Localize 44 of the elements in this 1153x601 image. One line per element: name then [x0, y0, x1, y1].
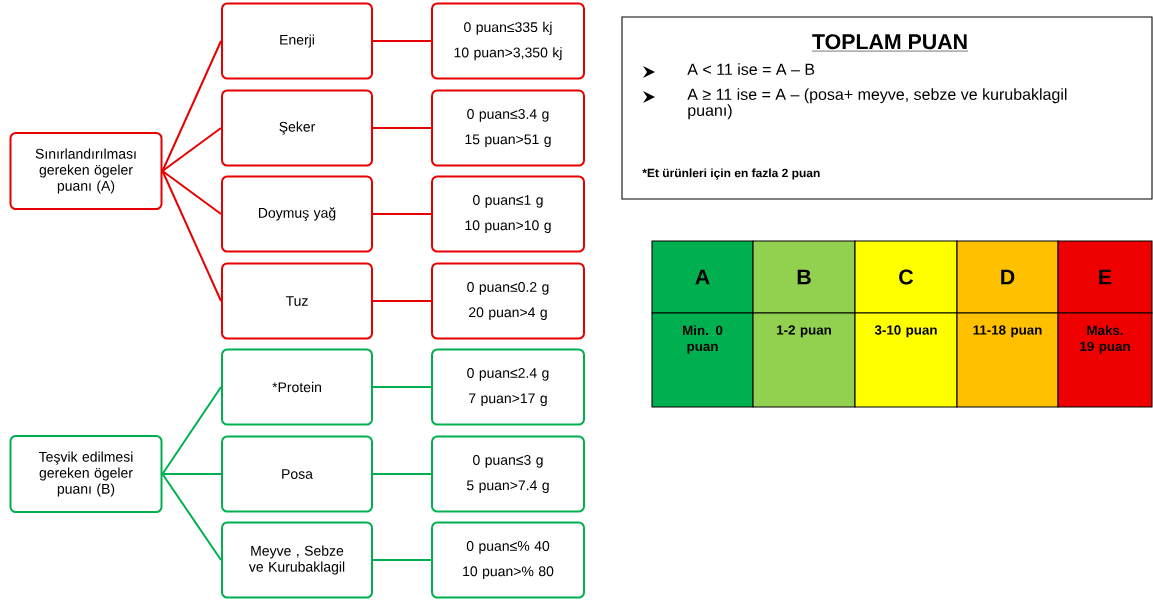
- nutrient-box: Meyve , Sebze ve Kurubaklagil: [221, 521, 373, 599]
- connector-line: [161, 170, 222, 215]
- grade-cell: A: [651, 240, 754, 314]
- connector-line: [372, 559, 432, 561]
- grade-cell: D: [956, 240, 1059, 314]
- connector-line: [161, 40, 222, 172]
- connector-line: [161, 473, 222, 475]
- score-cell: 1-2 puan: [752, 312, 856, 408]
- heading: TOPLAM PUAN: [811, 34, 969, 52]
- threshold-box: 0 puan≤335 kj 10 puan>3,350 kj: [431, 2, 585, 80]
- bullet-item: A ≥ 11 ise = A – (posa+ meyve, sebze ve kurubaklagil puanı): [687, 88, 1067, 120]
- threshold-box: 0 puan≤2.4 g 7 puan>17 g: [431, 348, 585, 426]
- nutrient-box: Şeker: [221, 89, 373, 167]
- connector-line: [161, 170, 222, 302]
- connector-line: [372, 386, 432, 388]
- nutrient-box: *Protein: [221, 348, 373, 426]
- grade-cell: C: [854, 240, 958, 314]
- footnote: *Et ürünleri için en fazla 2 puan: [642, 168, 820, 180]
- connector-line: [372, 213, 432, 215]
- threshold-box: 0 puan≤% 40 10 puan>% 80: [431, 521, 585, 599]
- grade-cell: B: [752, 240, 856, 314]
- connector-line: [372, 300, 432, 302]
- bullet-item: A < 11 ise = A – B: [687, 63, 815, 75]
- threshold-box: 0 puan≤3 g 5 puan>7.4 g: [431, 435, 585, 513]
- grade-cell: E: [1057, 240, 1153, 314]
- threshold-box: 0 puan≤3.4 g 15 puan>51 g: [431, 89, 585, 167]
- score-cell: Maks. 19 puan: [1057, 312, 1153, 408]
- score-cell: Min. 0 puan: [651, 312, 754, 408]
- threshold-box: 0 puan≤1 g 10 puan>10 g: [431, 175, 585, 253]
- connector-line: [372, 127, 432, 129]
- nutrient-box: Posa: [221, 435, 373, 513]
- connector-line: [161, 473, 222, 561]
- nutrient-box: Enerji: [221, 2, 373, 80]
- score-cell: 3-10 puan: [854, 312, 958, 408]
- connector-line: [372, 40, 432, 42]
- nutrient-box: Doymuş yağ: [221, 175, 373, 253]
- connector-line: [372, 473, 432, 475]
- category-box: Sınırlandırılması gereken ögeler puanı (A): [9, 132, 163, 210]
- connector-line: [161, 127, 222, 172]
- threshold-box: 0 puan≤0.2 g 20 puan>4 g: [431, 262, 585, 340]
- nutrient-box: Tuz: [221, 262, 373, 340]
- connector-line: [161, 386, 222, 475]
- category-box: Teşvik edilmesi gereken ögeler puanı (B): [9, 435, 163, 513]
- score-cell: 11-18 puan: [956, 312, 1059, 408]
